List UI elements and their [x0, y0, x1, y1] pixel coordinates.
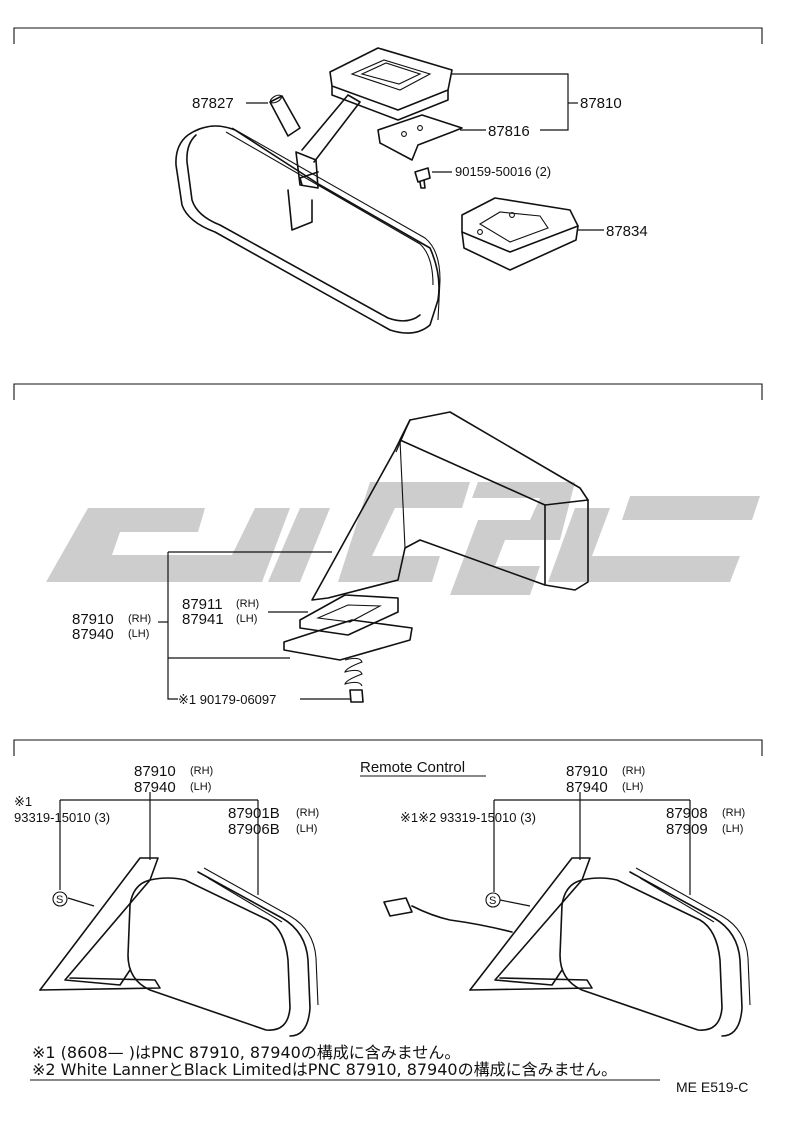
label-note-mark-bl: ※1	[14, 794, 32, 809]
inner-mirror	[175, 125, 441, 334]
label-87910-bl: 87910	[134, 763, 176, 780]
stay-base-87810	[329, 47, 453, 121]
watermark-logo	[46, 482, 760, 595]
label-87906B-side: (LH)	[296, 823, 317, 835]
label-90179: ※1 90179-06097	[178, 692, 276, 707]
label-87911-side: (RH)	[236, 598, 259, 610]
label-87941: 87941	[182, 611, 224, 628]
s-mark-left: S	[56, 894, 63, 906]
bottom-right-leaders	[493, 792, 691, 907]
label-93319-br: ※1※2 93319-15010 (3)	[400, 810, 536, 825]
section-frame-bottom	[13, 739, 763, 756]
label-87910-bl-side: (RH)	[190, 765, 213, 777]
connector-plug	[383, 897, 513, 933]
label-87911: 87911	[182, 596, 223, 613]
label-87834: 87834	[606, 223, 648, 240]
s-mark-right-circle	[485, 892, 501, 908]
door-mirror-assembly	[311, 411, 589, 601]
label-87908-side: (RH)	[722, 807, 745, 819]
label-90159: 90159-50016 (2)	[455, 164, 551, 179]
s-mark-right: S	[489, 895, 496, 907]
leaders-top	[246, 73, 604, 231]
spring-nut-90179	[344, 657, 364, 703]
bottom-left-leaders	[59, 792, 259, 907]
s-mark-left-circle	[52, 891, 68, 907]
label-87908: 87908	[666, 805, 708, 822]
notes: ※1 (8608— )はPNC 87910, 87940の構成に含みません。 ※…	[28, 1040, 660, 1082]
label-87941-side: (LH)	[236, 613, 257, 625]
remote-control-title: Remote Control	[360, 759, 465, 776]
label-87940-br: 87940	[566, 779, 608, 796]
section-frame-top	[13, 27, 763, 44]
footer-code: ME E519-C	[676, 1079, 748, 1095]
label-87909-side: (LH)	[722, 823, 743, 835]
outer-mirror-left	[39, 857, 319, 1037]
label-87901B-side: (RH)	[296, 807, 319, 819]
label-87827: 87827	[192, 95, 234, 112]
section-frame-middle	[13, 383, 763, 400]
label-87906B: 87906B	[228, 821, 280, 838]
mirror-stay	[295, 94, 361, 189]
label-87940-mid: 87940	[72, 626, 114, 643]
label-93319-bl: 93319-15010 (3)	[14, 810, 110, 825]
pin-87827	[269, 94, 301, 137]
plate-87816	[377, 114, 463, 161]
label-87910-mid: 87910	[72, 611, 114, 628]
label-87909: 87909	[666, 821, 708, 838]
cover-87834	[461, 197, 579, 271]
leaders-middle	[158, 551, 350, 700]
label-87940-br-side: (LH)	[622, 781, 643, 793]
mirror-base-87911	[299, 594, 399, 636]
label-87940-mid-side: (LH)	[128, 628, 149, 640]
label-87910-br: 87910	[566, 763, 608, 780]
base-plate	[283, 619, 413, 661]
label-87940-bl: 87940	[134, 779, 176, 796]
note-2: ※2 White LannerとBlack LimitedはPNC 87910,…	[32, 1060, 617, 1079]
label-87810: 87810	[580, 95, 622, 112]
label-87910-br-side: (RH)	[622, 765, 645, 777]
label-87940-bl-side: (LH)	[190, 781, 211, 793]
label-87910-mid-side: (RH)	[128, 613, 151, 625]
label-87901B: 87901B	[228, 805, 280, 822]
label-87816: 87816	[488, 123, 530, 140]
note-1: ※1 (8608— )はPNC 87910, 87940の構成に含みません。	[32, 1043, 460, 1062]
outer-mirror-right	[469, 857, 751, 1037]
screw-90159	[414, 167, 431, 189]
